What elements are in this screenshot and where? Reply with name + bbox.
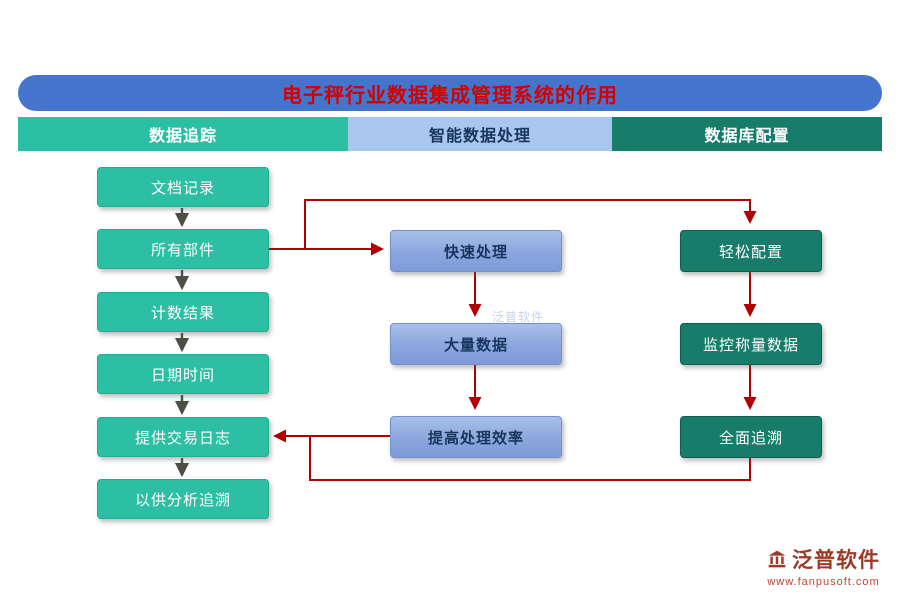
node-big-data: 大量数据 [390, 323, 562, 365]
tab-smart-data-processing: 智能数据处理 [348, 117, 612, 151]
diagram-title: 电子秤行业数据集成管理系统的作用 [282, 84, 618, 107]
node-full-trace: 全面追溯 [680, 416, 822, 458]
node-efficiency: 提高处理效率 [390, 416, 562, 458]
brand-name: 泛普软件 [792, 548, 880, 572]
node-fast-processing: 快速处理 [390, 230, 562, 272]
brand-block: 泛普软件 www.fanpusoft.com [767, 544, 880, 588]
node-analysis-trace: 以供分析追溯 [97, 479, 269, 519]
tab-data-tracking: 数据追踪 [18, 117, 348, 151]
node-date-time: 日期时间 [97, 354, 269, 394]
brand-building-icon [767, 549, 787, 569]
diagram-title-banner: 电子秤行业数据集成管理系统的作用 [18, 75, 882, 111]
brand-url: www.fanpusoft.com [767, 576, 880, 588]
node-easy-config: 轻松配置 [680, 230, 822, 272]
node-document-record: 文档记录 [97, 167, 269, 207]
watermark: 泛普软件 [492, 310, 545, 324]
tab-database-config: 数据库配置 [612, 117, 882, 151]
node-transaction-log: 提供交易日志 [97, 417, 269, 457]
node-count-result: 计数结果 [97, 292, 269, 332]
node-all-parts: 所有部件 [97, 229, 269, 269]
node-monitor-weighing: 监控称量数据 [680, 323, 822, 365]
